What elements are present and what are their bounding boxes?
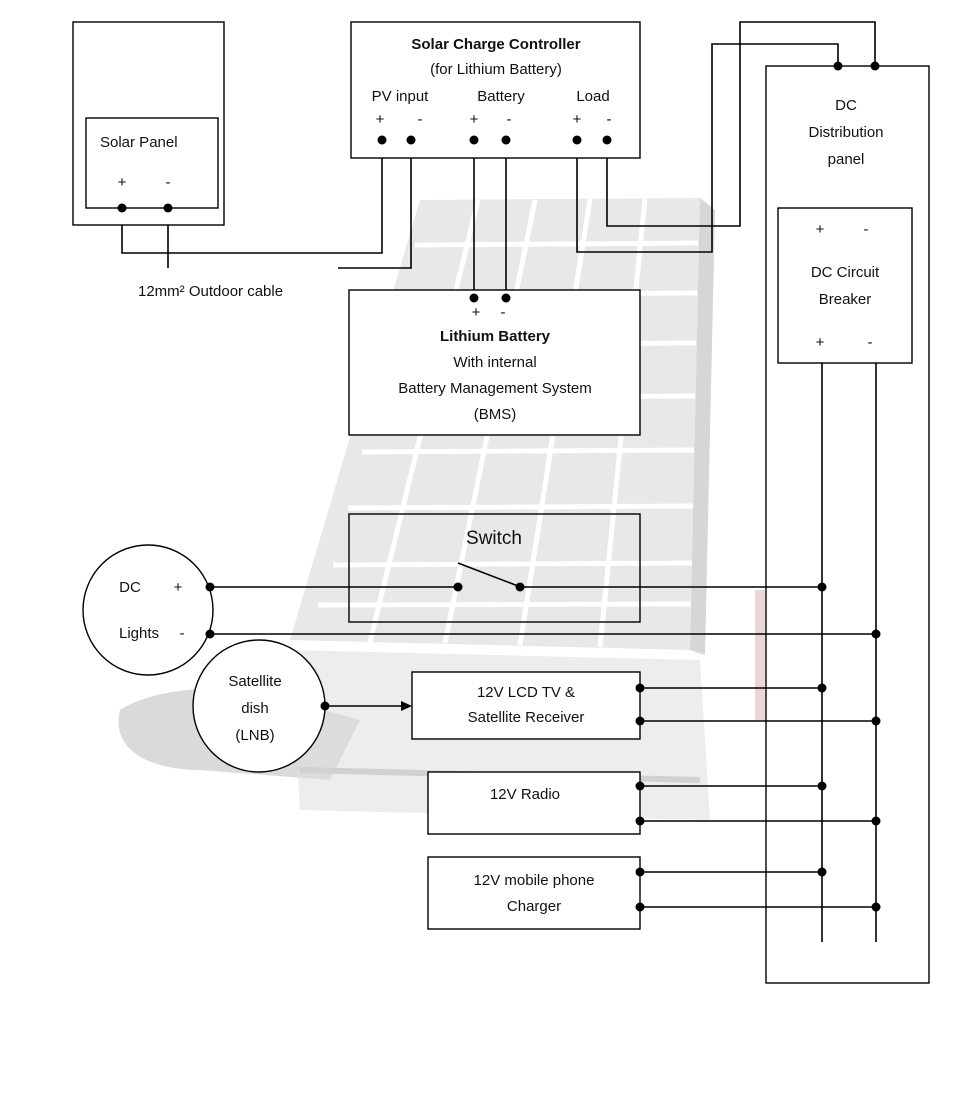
pv-minus-label: - bbox=[418, 111, 423, 128]
controller-battery-label: Battery bbox=[477, 88, 525, 105]
connection-dots bbox=[117, 61, 881, 912]
pv-negative-cable bbox=[338, 140, 412, 269]
junction-dot bbox=[377, 135, 387, 145]
battery-plus-label: + bbox=[472, 304, 481, 321]
wiring bbox=[121, 21, 877, 942]
battery-title: Lithium Battery bbox=[440, 328, 551, 345]
junction-dot bbox=[320, 701, 330, 711]
battery-line3: (BMS) bbox=[474, 406, 517, 423]
junction-dot bbox=[572, 135, 582, 145]
dc-circuit-breaker bbox=[777, 207, 913, 364]
signal-arrow-icon bbox=[401, 701, 412, 711]
controller-pv-input-label: PV input bbox=[372, 88, 430, 105]
switch-label: Switch bbox=[466, 528, 522, 549]
distribution-panel bbox=[765, 65, 930, 984]
controller-subtitle: (for Lithium Battery) bbox=[430, 61, 562, 78]
pv-positive-wire bbox=[121, 140, 383, 254]
junction-dot bbox=[833, 61, 843, 71]
load-minus-label: - bbox=[607, 111, 612, 128]
battery-minus-label: - bbox=[501, 304, 506, 321]
battery-terminal-minus-label: - bbox=[507, 111, 512, 128]
junction-dot bbox=[870, 61, 880, 71]
load-plus-label: + bbox=[573, 111, 582, 128]
lights-line2: Lights bbox=[119, 625, 159, 642]
junction-dot bbox=[205, 629, 215, 639]
junction-dot bbox=[635, 683, 645, 693]
satellite-line2: dish bbox=[241, 700, 269, 717]
switch-blade bbox=[457, 562, 519, 587]
dc-lights bbox=[82, 544, 214, 676]
breaker-top-plus: + bbox=[816, 221, 825, 238]
controller-title: Solar Charge Controller bbox=[411, 36, 580, 53]
junction-dot bbox=[515, 582, 525, 592]
solar-panel-plus: + bbox=[118, 174, 127, 191]
radio-label: 12V Radio bbox=[490, 786, 560, 803]
phone-charger-box bbox=[427, 856, 641, 930]
junction-dot bbox=[469, 135, 479, 145]
distribution-line1: DC bbox=[835, 97, 857, 114]
junction-dot bbox=[635, 867, 645, 877]
junction-dot bbox=[602, 135, 612, 145]
charge-controller bbox=[350, 21, 641, 159]
junction-dot bbox=[635, 902, 645, 912]
load-negative-wire bbox=[606, 21, 876, 227]
solar-panel bbox=[85, 117, 219, 209]
lights-line1: DC bbox=[119, 579, 141, 596]
breaker-bottom-plus: + bbox=[816, 334, 825, 351]
junction-dot bbox=[469, 293, 479, 303]
battery-terminal-plus-label: + bbox=[470, 111, 479, 128]
junction-dot bbox=[871, 816, 881, 826]
junction-dot bbox=[817, 867, 827, 877]
junction-dot bbox=[117, 203, 127, 213]
breaker-line2: Breaker bbox=[819, 291, 872, 308]
breaker-line1: DC Circuit bbox=[811, 264, 880, 281]
radio-box bbox=[427, 771, 641, 835]
junction-dot bbox=[817, 683, 827, 693]
battery-line2: Battery Management System bbox=[398, 380, 591, 397]
junction-dot bbox=[205, 582, 215, 592]
pv-plus-label: + bbox=[376, 111, 385, 128]
junction-dot bbox=[871, 902, 881, 912]
switch-box bbox=[348, 513, 641, 623]
junction-dot bbox=[453, 582, 463, 592]
tv-receiver-box bbox=[411, 671, 641, 740]
lights-minus: - bbox=[180, 625, 185, 642]
junction-dot bbox=[163, 203, 173, 213]
distribution-line2: Distribution bbox=[808, 124, 883, 141]
breaker-bottom-minus: - bbox=[868, 334, 873, 351]
tv-line1: 12V LCD TV & bbox=[477, 684, 575, 701]
satellite-line3: (LNB) bbox=[235, 727, 274, 744]
junction-dot bbox=[501, 293, 511, 303]
lights-plus: + bbox=[174, 579, 183, 596]
junction-dot bbox=[406, 135, 416, 145]
cable-label: 12mm² Outdoor cable bbox=[138, 283, 283, 300]
load-positive-wire bbox=[576, 43, 839, 253]
junction-dot bbox=[817, 582, 827, 592]
tv-line2: Satellite Receiver bbox=[468, 709, 585, 726]
junction-dot bbox=[635, 716, 645, 726]
solar-panel-label: Solar Panel bbox=[100, 134, 178, 151]
charger-line2: Charger bbox=[507, 898, 561, 915]
distribution-line3: panel bbox=[828, 151, 865, 168]
junction-dot bbox=[635, 781, 645, 791]
junction-dot bbox=[817, 781, 827, 791]
breaker-top-minus: - bbox=[864, 221, 869, 238]
charger-line1: 12V mobile phone bbox=[474, 872, 595, 889]
satellite-line1: Satellite bbox=[228, 673, 281, 690]
controller-load-label: Load bbox=[576, 88, 609, 105]
solar-panel-minus: - bbox=[166, 174, 171, 191]
junction-dot bbox=[635, 816, 645, 826]
junction-dot bbox=[501, 135, 511, 145]
junction-dot bbox=[871, 629, 881, 639]
battery-line1: With internal bbox=[453, 354, 536, 371]
lithium-battery bbox=[348, 289, 641, 436]
junction-dot bbox=[871, 716, 881, 726]
